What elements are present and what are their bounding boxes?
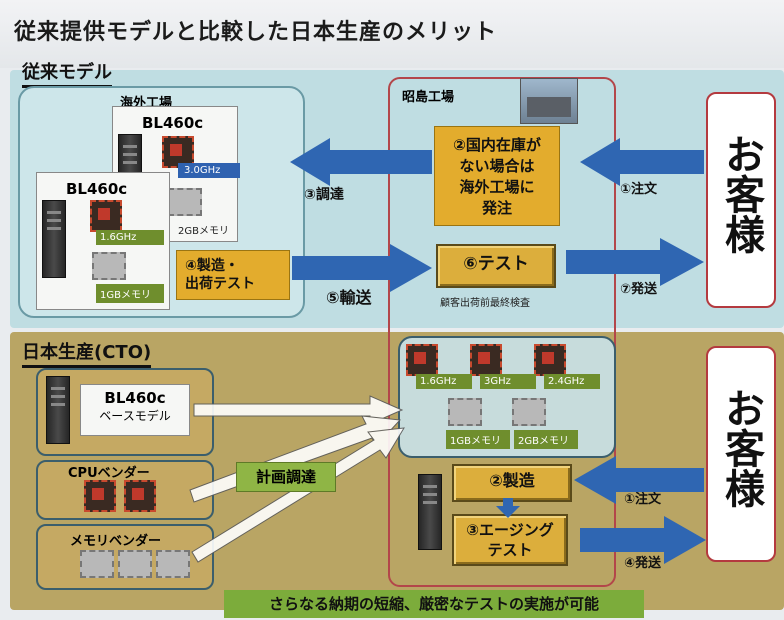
server-front-icon <box>42 200 66 278</box>
server-front-cpu: 1.6GHz <box>96 230 164 245</box>
cpu-tag-1: 1.6GHz <box>416 374 472 389</box>
step2-manufacture-box: ②製造 <box>452 464 572 502</box>
memory-module-icon <box>80 550 114 578</box>
step4-box: ④製造・ 出荷テスト <box>176 250 290 300</box>
step3-aging-box: ③エージング テスト <box>452 514 568 566</box>
arrow-base-model <box>193 395 404 425</box>
customer-label-upper: お客様 <box>718 134 764 254</box>
base-model-card: BL460c ベースモデル <box>80 384 190 436</box>
server-back-cpu: 3.0GHz <box>178 163 240 178</box>
server-front-mem: 1GBメモリ <box>96 284 164 303</box>
planned-procurement-label-top: 計画調達 <box>236 462 336 492</box>
memory-module-icon <box>512 398 546 426</box>
customer-box-lower: お客様 <box>706 346 776 562</box>
japan-production-label: 日本生産(CTO) <box>22 338 152 368</box>
footer-message: さらなる納期の短縮、厳密なテストの実施が可能 <box>224 590 644 618</box>
slide-title: 従来提供モデルと比較した日本生産のメリット <box>14 20 498 45</box>
factory-building-icon <box>520 78 578 124</box>
step3-label: ③調達 <box>304 187 344 203</box>
arrow-order-lower <box>574 456 704 504</box>
arrow-mem-vendor <box>191 427 405 563</box>
memory-module-icon <box>156 550 190 578</box>
server-back-mem: 2GBメモリ <box>178 226 229 237</box>
assembled-server-icon <box>418 474 442 550</box>
mem-tag-2: 2GBメモリ <box>514 430 578 449</box>
cpu-chip-icon <box>84 480 116 512</box>
step2-box: ②国内在庫が ない場合は 海外工場に 発注 <box>434 126 560 226</box>
arrow-transport <box>292 244 432 292</box>
cpu-chip-icon <box>124 480 156 512</box>
ship-label-lower: ④発送 <box>624 556 662 571</box>
customer-box-upper: お客様 <box>706 92 776 308</box>
memory-module-icon <box>118 550 152 578</box>
base-model-name: BL460c <box>104 389 166 407</box>
mem-tag-1: 1GBメモリ <box>446 430 510 449</box>
customer-label-lower: お客様 <box>718 388 764 508</box>
memory-module-icon <box>92 252 126 280</box>
arrow-ship-lower <box>580 516 706 564</box>
order-label-lower: ①注文 <box>624 492 662 507</box>
server-back-name: BL460c <box>142 114 204 132</box>
order-label-upper: ①注文 <box>620 182 658 197</box>
step6-sub: 顧客出荷前最終検査 <box>440 298 530 309</box>
cpu-vendor-label: CPUベンダー <box>68 466 150 481</box>
cpu-chip-icon <box>406 344 438 376</box>
base-server-icon <box>46 376 70 444</box>
akishima-factory-label: 昭島工場 <box>402 90 455 105</box>
base-model-sub: ベースモデル <box>99 409 171 423</box>
server-front-name: BL460c <box>66 180 128 198</box>
step6-test-box: ⑥テスト <box>436 244 556 288</box>
memory-vendor-label: メモリベンダー <box>70 534 162 549</box>
cpu-tag-3: 2.4GHz <box>544 374 600 389</box>
akishima-factory-box <box>388 77 616 587</box>
memory-module-icon <box>448 398 482 426</box>
arrow-down-step <box>496 498 520 518</box>
cpu-tag-2: 3GHz <box>480 374 536 389</box>
title-band <box>0 0 784 68</box>
arrow-procure <box>290 138 432 186</box>
step5-label: ⑤輸送 <box>326 288 372 307</box>
arrow-ship-upper <box>566 238 704 286</box>
ship-label-upper: ⑦発送 <box>620 282 658 297</box>
arrow-order-upper <box>580 138 704 186</box>
